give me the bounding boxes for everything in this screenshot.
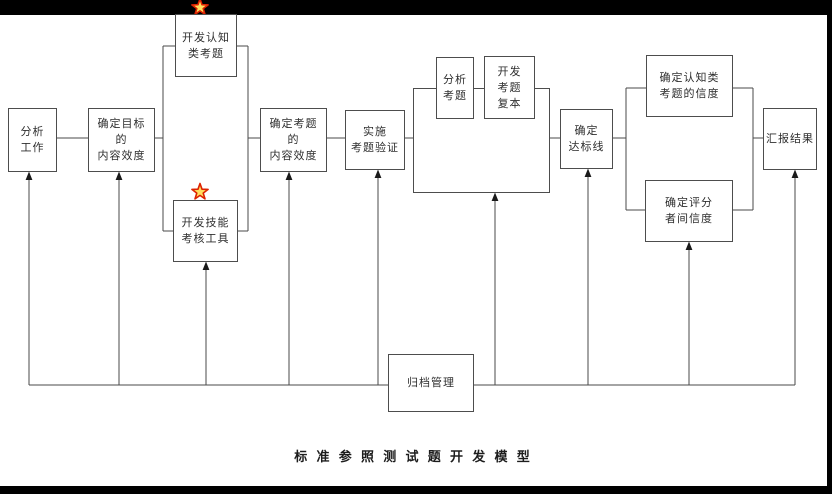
node-develop-cognitive-items: 开发认知 类考题 bbox=[175, 14, 237, 77]
arrow-up-icon bbox=[791, 169, 799, 178]
node-report-results: 汇报结果 bbox=[763, 108, 817, 170]
node-target-content-validity: 确定目标 的 内容效度 bbox=[88, 108, 155, 172]
arrow-up-icon bbox=[202, 261, 210, 270]
node-cognitive-reliability: 确定认知类 考题的信度 bbox=[646, 55, 733, 117]
arrow-up-icon bbox=[115, 171, 123, 180]
arrow-up-icon bbox=[374, 169, 382, 178]
arrow-up-icon bbox=[491, 192, 499, 201]
node-set-cut-score: 确定 达标线 bbox=[560, 109, 613, 169]
star-icon bbox=[191, 182, 209, 200]
right-border-bar bbox=[827, 0, 832, 494]
node-archive-management: 归档管理 bbox=[388, 354, 474, 412]
node-develop-skill-tools: 开发技能 考核工具 bbox=[173, 200, 238, 262]
diagram-caption: 标 准 参 照 测 试 题 开 发 模 型 bbox=[294, 449, 533, 464]
left-branch-bracket bbox=[162, 45, 249, 232]
node-develop-item-copies: 开发 考题 复本 bbox=[484, 56, 535, 119]
right-branch-bracket bbox=[625, 87, 754, 211]
star-icon bbox=[191, 0, 209, 16]
node-interrater-reliability: 确定评分 者间信度 bbox=[645, 180, 733, 242]
node-pilot-group-container bbox=[413, 88, 550, 193]
arrow-up-icon bbox=[584, 168, 592, 177]
arrow-up-icon bbox=[25, 171, 33, 180]
arrow-up-icon bbox=[685, 241, 693, 250]
node-item-content-validity: 确定考题 的 内容效度 bbox=[260, 108, 327, 172]
bottom-border-bar bbox=[0, 486, 832, 494]
node-implement-verification: 实施 考题验证 bbox=[345, 110, 405, 170]
arrowheads bbox=[25, 168, 799, 270]
arrow-up-icon bbox=[285, 171, 293, 180]
feedback-riser-lines bbox=[28, 176, 796, 385]
top-border-bar bbox=[0, 0, 832, 15]
node-analyze-work: 分析 工作 bbox=[8, 108, 57, 172]
node-analyze-items: 分析 考题 bbox=[436, 57, 474, 119]
